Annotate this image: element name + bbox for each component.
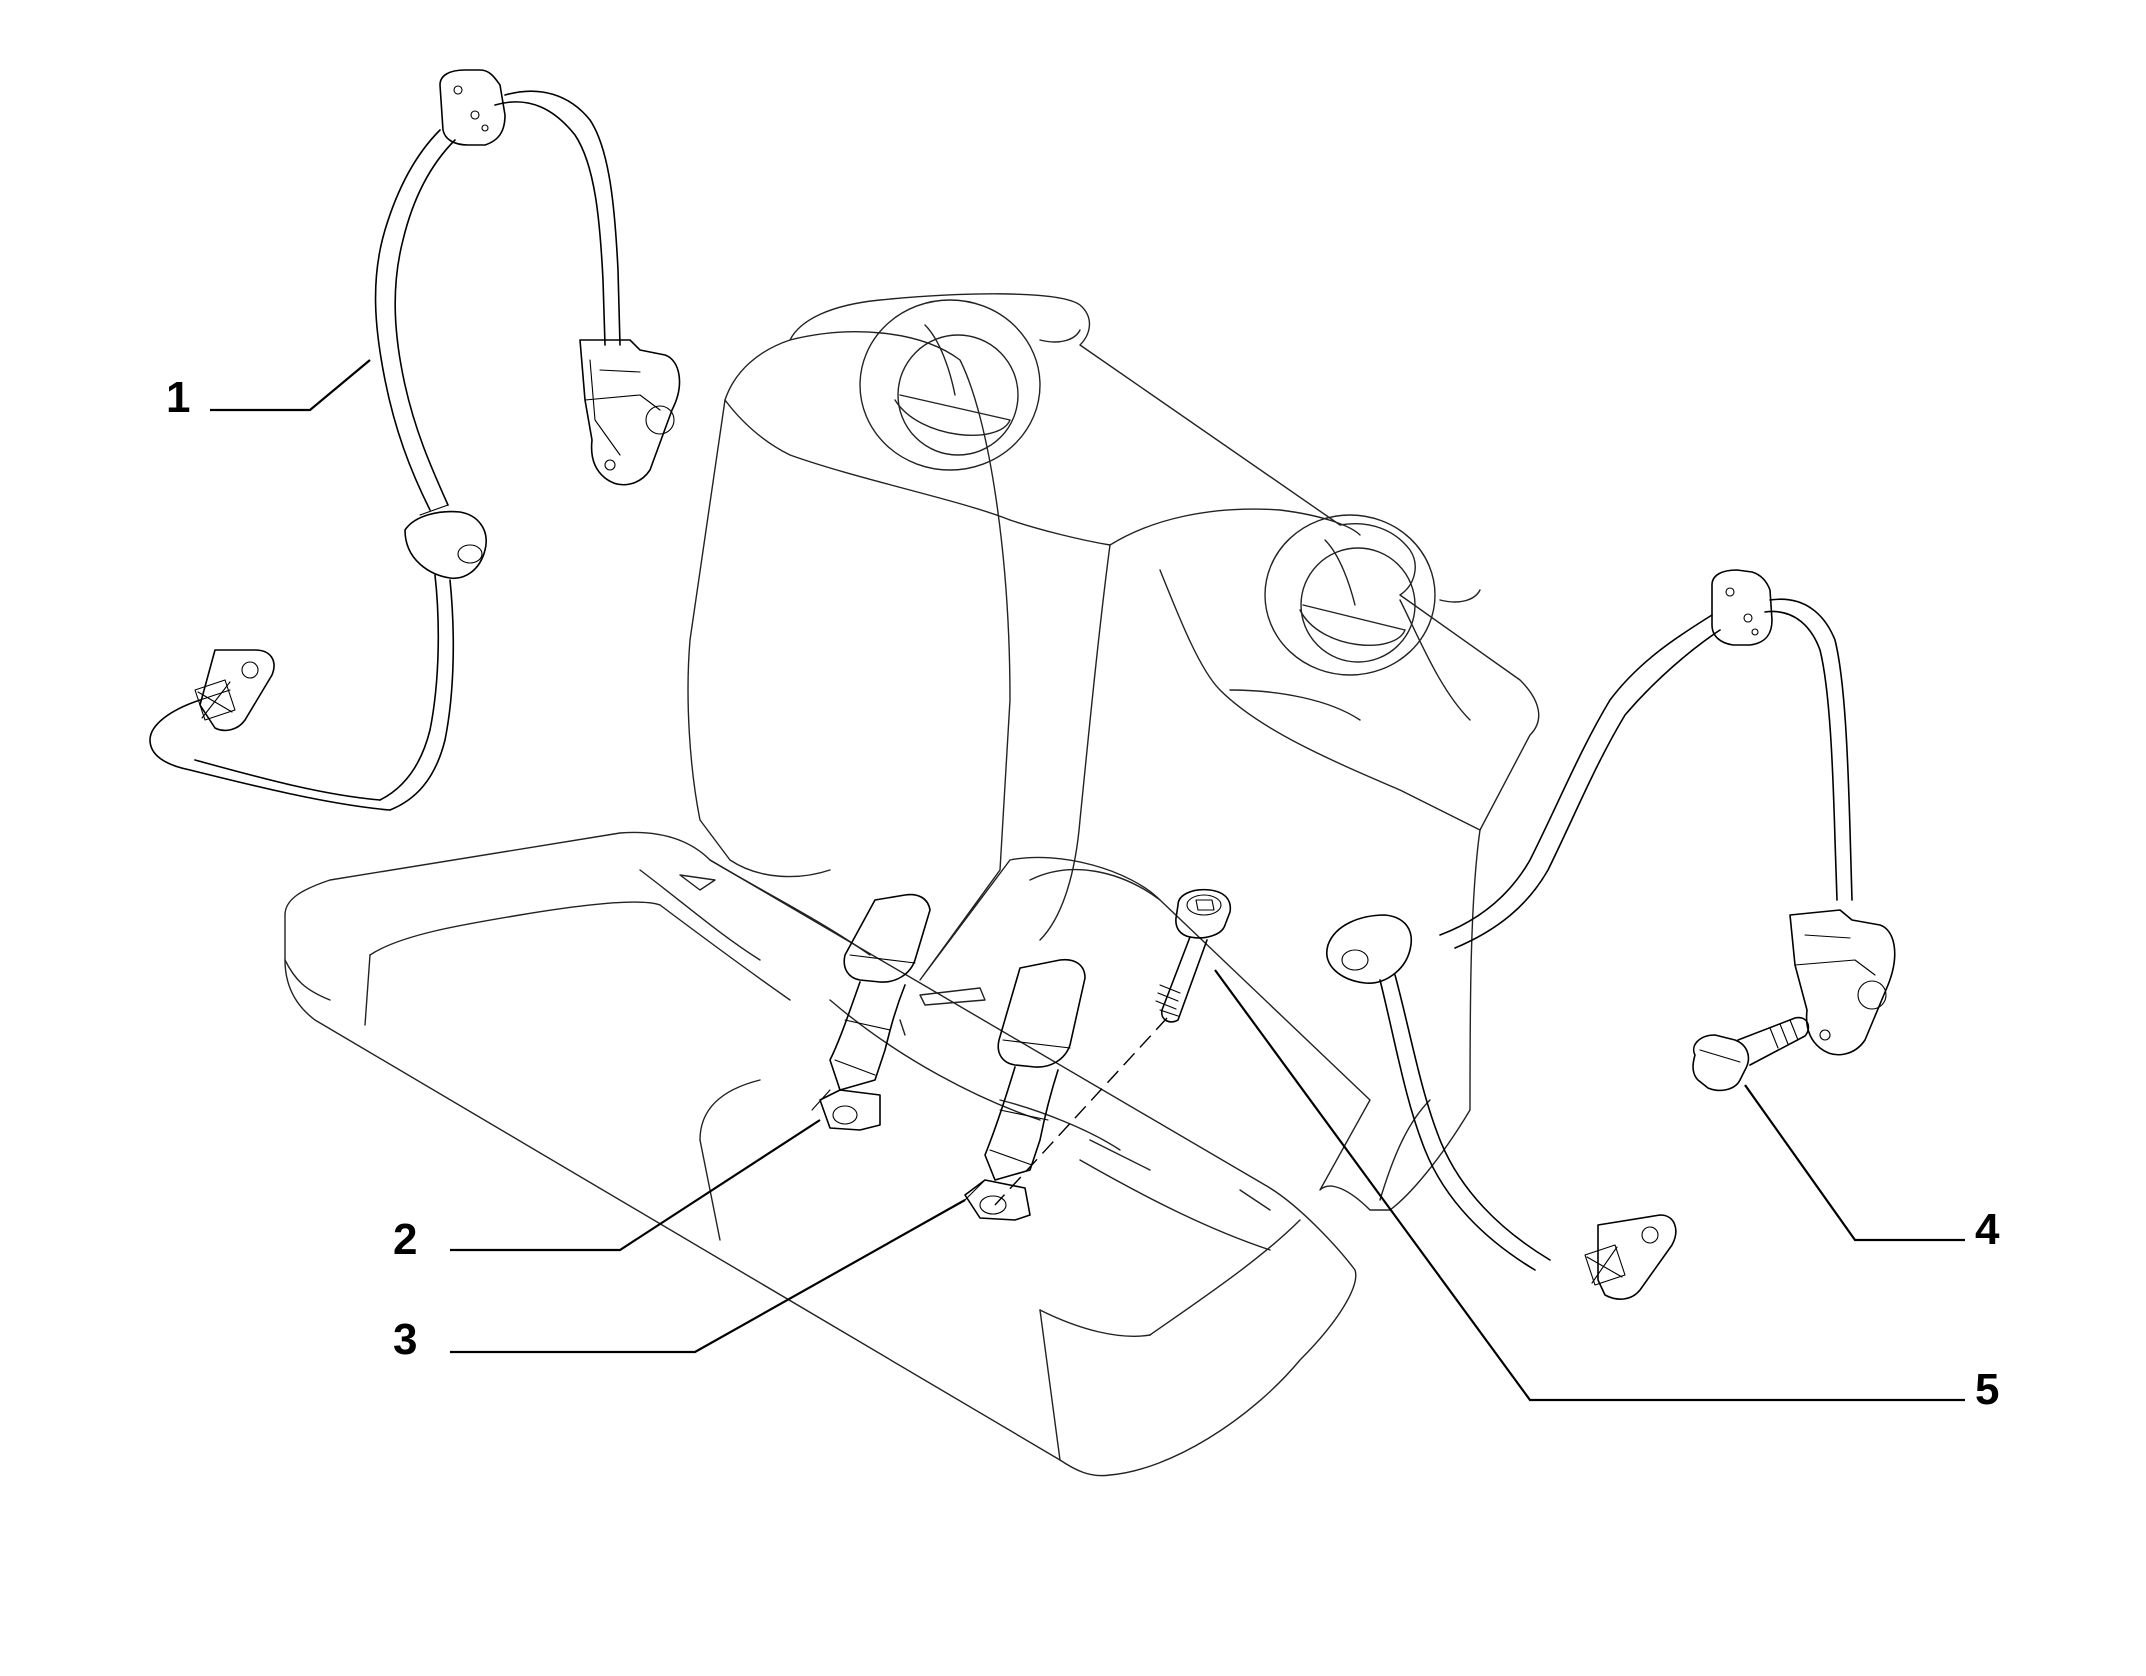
- seat-belt-left: [149, 69, 681, 811]
- headrest-right: [1264, 514, 1481, 676]
- seat-belt-buckle-center: [964, 958, 1086, 1221]
- leader-line-5: [1214, 969, 1965, 1402]
- leader-line-1: [210, 359, 371, 412]
- bolt-long: [1155, 888, 1232, 1023]
- callout-labels: 1 2 3 4 5: [166, 373, 2000, 1414]
- callout-1: 1: [166, 373, 190, 422]
- callout-5: 5: [1975, 1365, 1999, 1414]
- bolt-short: [1692, 1016, 1810, 1092]
- leader-line-4: [1744, 1084, 1965, 1242]
- leader-line-2: [450, 1119, 821, 1252]
- headrest-left: [859, 299, 1081, 471]
- callout-4: 4: [1975, 1205, 2000, 1254]
- leader-line-3: [450, 1199, 966, 1354]
- seat-belt-right: [1326, 569, 1896, 1300]
- rear-seat-cushion: [284, 831, 1357, 1477]
- rear-seat-backrest: [687, 293, 1540, 1211]
- assembly-axis-line: [994, 1017, 1168, 1206]
- seat-belt-buckle-left: [811, 893, 931, 1131]
- leader-lines: [210, 359, 1965, 1402]
- callout-3: 3: [393, 1315, 417, 1364]
- callout-2: 2: [393, 1215, 417, 1264]
